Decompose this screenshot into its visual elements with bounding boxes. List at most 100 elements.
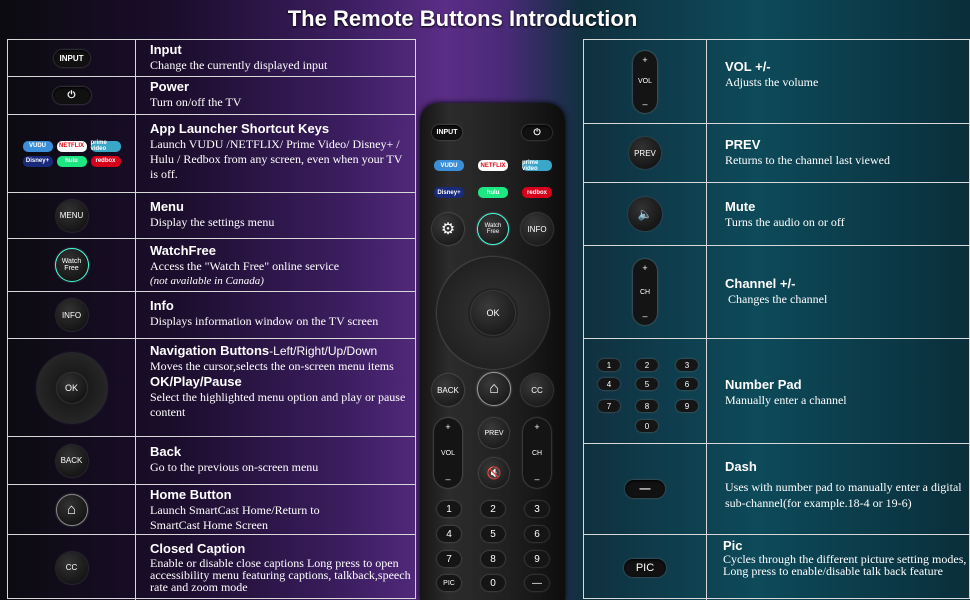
table-row: +CH– Channel +/-Changes the channel <box>584 246 969 339</box>
row-description: Enable or disable close captions Long pr… <box>150 556 411 594</box>
remote-netflix-icon: NETFLIX <box>478 160 508 171</box>
remote-key-7: 7 <box>437 551 461 567</box>
row-heading: Back <box>150 444 182 459</box>
row-description: Launch VUDU /NETFLIX/ Prime Video/ Disne… <box>150 137 403 181</box>
key-7: 7 <box>598 400 620 412</box>
vol-up-icon: + <box>445 422 451 432</box>
remote-navigation-pad: OK <box>437 257 549 369</box>
row-description: Change the currently displayed input <box>150 58 328 72</box>
dash-button-icon: — <box>625 480 665 498</box>
table-row: OK Navigation Buttons-Left/Right/Up/Down… <box>8 339 415 437</box>
row-heading: Pic <box>723 538 743 553</box>
disney-plus-icon: Disney+ <box>22 155 53 167</box>
row-description: Returns to the channel last viewed <box>725 153 890 167</box>
vol-label: VOL <box>440 449 455 457</box>
back-button-icon: BACK <box>55 444 88 477</box>
row-heading-secondary: OK/Play/Pause <box>150 374 242 389</box>
row-heading: VOL +/- <box>725 59 771 74</box>
row-description: Turns the audio on or off <box>725 215 845 229</box>
key-3: 3 <box>676 359 698 371</box>
row-heading: PREV <box>725 137 761 152</box>
row-description: Manually enter a channel <box>725 393 847 407</box>
page-title: The Remote Buttons Introduction <box>287 6 638 31</box>
remote-hulu-icon: hulu <box>478 187 508 198</box>
row-heading: App Launcher Shortcut Keys <box>150 121 330 136</box>
remote-disney-plus-icon: Disney+ <box>434 187 464 198</box>
remote-key-1: 1 <box>437 501 461 517</box>
row-heading: Mute <box>725 199 756 214</box>
row-heading: Number Pad <box>725 377 802 392</box>
minus-icon: – <box>642 311 648 321</box>
row-description: Changes the channel <box>728 292 828 306</box>
row-heading-suffix: -Left/Right/Up/Down <box>269 344 378 358</box>
row-description: Cycles through the different picture set… <box>723 552 967 578</box>
prime-video-icon: prime video <box>90 140 121 152</box>
row-heading: Home Button <box>150 487 232 502</box>
remote-power-icon: ⏻ <box>522 125 552 140</box>
remote-key-9: 9 <box>525 551 549 567</box>
row-heading: WatchFree <box>150 243 216 258</box>
pic-button-icon: PIC <box>624 558 666 577</box>
navigation-pad-icon: OK <box>36 352 107 423</box>
table-row: +VOL– VOL +/-Adjusts the volume <box>584 40 969 124</box>
row-heading: Input <box>150 42 182 57</box>
key-8: 8 <box>636 400 658 412</box>
app-launcher-icons: VUDU NETFLIX prime video Disney+ hulu re… <box>17 139 127 169</box>
remote-key-0: 0 <box>481 575 505 591</box>
key-4: 4 <box>598 378 620 390</box>
table-row: VUDU NETFLIX prime video Disney+ hulu re… <box>8 115 415 193</box>
remote-watch-free-icon: Watch Free <box>477 213 509 245</box>
remote-key-6: 6 <box>525 526 549 542</box>
row-description: Launch SmartCast Home/Return to SmartCas… <box>150 503 320 532</box>
remote-vudu-icon: VUDU <box>434 160 464 171</box>
remote-key-3: 3 <box>525 501 549 517</box>
row-description: Moves the cursor,selects the on-screen m… <box>150 359 394 373</box>
row-description: Go to the previous on-screen menu <box>150 460 319 474</box>
row-description-secondary: Select the highlighted menu option and p… <box>150 390 406 419</box>
key-2: 2 <box>636 359 658 371</box>
remote-redbox-icon: redbox <box>522 187 552 198</box>
remote-vol-rocker: + VOL – <box>434 418 462 488</box>
remote-key-4: 4 <box>437 526 461 542</box>
remote-ok-button: OK <box>471 291 515 335</box>
plus-icon: + <box>642 263 648 273</box>
row-heading: Power <box>150 79 190 94</box>
remote-ch-rocker: +CH– <box>523 418 551 488</box>
netflix-icon: NETFLIX <box>56 140 87 152</box>
number-pad-icon: 1 2 3 4 5 6 7 8 9 0 <box>584 339 707 443</box>
ch-down-icon: – <box>534 474 540 484</box>
key-9: 9 <box>676 400 698 412</box>
ch-label: CH <box>531 449 543 457</box>
key-5: 5 <box>636 378 658 390</box>
row-note: (not available in Canada) <box>150 275 264 287</box>
vol-down-icon: – <box>445 474 451 484</box>
ch-rocker-icon: + CH – <box>633 259 657 325</box>
row-heading: Menu <box>150 199 184 214</box>
ch-label: CH <box>639 288 651 296</box>
cc-button-icon: CC <box>55 551 88 584</box>
vol-rocker-icon: +VOL– <box>633 50 657 113</box>
row-description: Turn on/off the TV <box>150 95 242 109</box>
prev-button-icon: PREV <box>629 137 661 169</box>
remote-key-8: 8 <box>481 551 505 567</box>
redbox-icon: redbox <box>90 155 121 167</box>
info-button-icon: INFO <box>55 299 88 331</box>
row-heading: Navigation Buttons <box>150 343 270 358</box>
remote-home-icon: ⌂ <box>477 372 511 406</box>
input-button-icon: INPUT <box>53 49 90 67</box>
row-description: Adjusts the volume <box>725 75 819 89</box>
minus-icon: – <box>642 98 648 109</box>
menu-button-icon: MENU <box>55 199 88 232</box>
key-6: 6 <box>676 378 698 390</box>
remote-control-image: INPUT ⏻ VUDU NETFLIX prime video Disney+… <box>420 103 565 600</box>
row-heading: Dash <box>725 459 757 474</box>
row-description: Uses with number pad to manually enter a… <box>725 480 962 510</box>
